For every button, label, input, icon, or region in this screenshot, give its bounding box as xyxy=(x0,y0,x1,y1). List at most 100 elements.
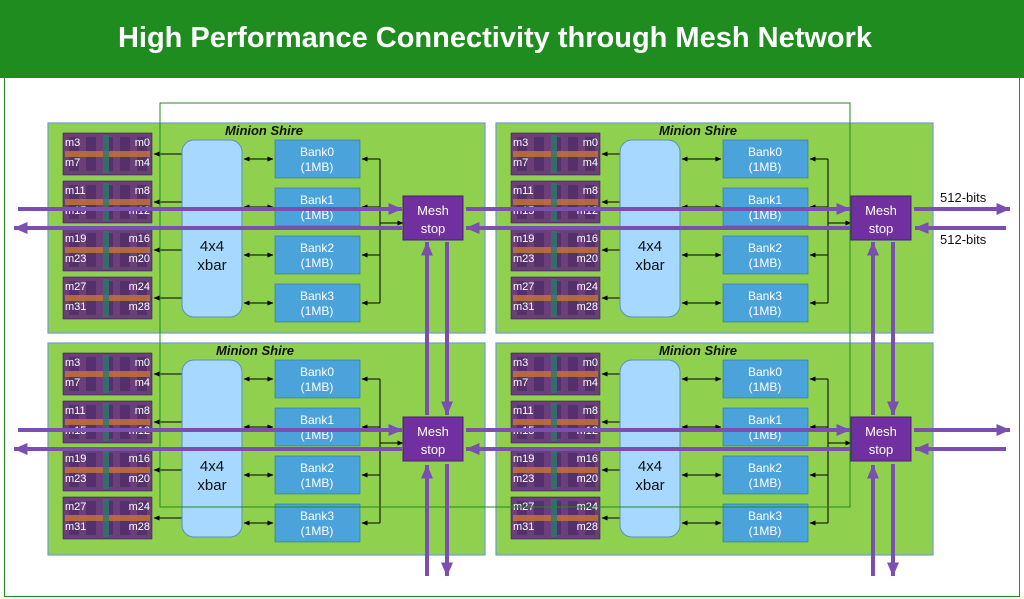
bank-size: (1MB) xyxy=(749,304,782,318)
bank-name: Bank2 xyxy=(748,461,782,475)
minion-spine xyxy=(103,279,109,317)
bank-name: Bank3 xyxy=(300,509,334,523)
mesh-stop-label: stop xyxy=(869,221,894,236)
memory-bank: Bank2(1MB) xyxy=(681,235,828,275)
minion-label: m23 xyxy=(513,253,534,265)
bank-name: Bank2 xyxy=(748,241,782,255)
minion-label: m11 xyxy=(65,185,86,197)
bank-box xyxy=(722,503,809,543)
bank-size: (1MB) xyxy=(301,476,334,490)
minion-label: m27 xyxy=(513,281,534,293)
minion-label: m24 xyxy=(577,281,598,293)
xbar-label: xbar xyxy=(635,477,664,494)
shire-label: Minion Shire xyxy=(216,343,294,358)
bank-name: Bank0 xyxy=(300,365,334,379)
mesh-stop-box xyxy=(850,195,912,241)
bank-size: (1MB) xyxy=(301,304,334,318)
minion-label: m0 xyxy=(583,137,598,149)
shire-label: Minion Shire xyxy=(225,123,303,138)
minion-label: m19 xyxy=(65,233,86,245)
minion-spine xyxy=(551,355,557,393)
minion-spine xyxy=(103,499,109,537)
minion-label: m3 xyxy=(65,137,80,149)
minion-label: m3 xyxy=(65,357,80,369)
memory-bank: Bank3(1MB) xyxy=(681,283,828,323)
minion-spine xyxy=(551,403,557,441)
mesh-stop-label: Mesh xyxy=(417,203,449,218)
minion-label: m27 xyxy=(65,281,86,293)
bank-box xyxy=(274,283,361,323)
minion-label: m16 xyxy=(577,453,598,465)
memory-bank: Bank0(1MB) xyxy=(681,139,828,179)
bank-size: (1MB) xyxy=(749,208,782,222)
minion-spine xyxy=(551,231,557,269)
mesh-stop-box xyxy=(850,416,912,462)
xbar-label: xbar xyxy=(197,257,226,274)
minion-label: m8 xyxy=(583,405,598,417)
minion-label: m31 xyxy=(513,521,534,533)
slide-title: High Performance Connectivity through Me… xyxy=(117,22,873,54)
link-width-label-out: 512-bits xyxy=(940,190,987,205)
minion-group: m11m15m8m12 xyxy=(510,180,643,224)
memory-bank: Bank2(1MB) xyxy=(243,235,380,275)
content-frame xyxy=(4,78,1020,597)
bank-size: (1MB) xyxy=(749,476,782,490)
minion-spine xyxy=(103,355,109,393)
bank-size: (1MB) xyxy=(749,524,782,538)
memory-bank: Bank3(1MB) xyxy=(243,283,380,323)
minion-group: m11m15m8m12 xyxy=(62,180,195,224)
minion-label: m28 xyxy=(577,301,598,313)
minion-label: m24 xyxy=(129,281,150,293)
bank-size: (1MB) xyxy=(301,208,334,222)
bank-size: (1MB) xyxy=(301,256,334,270)
mesh-stop: Mesh stop xyxy=(850,195,912,241)
bank-box xyxy=(722,359,809,399)
minion-label: m23 xyxy=(513,473,534,485)
bank-name: Bank3 xyxy=(300,289,334,303)
minion-label: m20 xyxy=(129,473,150,485)
minion-label: m11 xyxy=(513,185,534,197)
bank-name: Bank3 xyxy=(748,289,782,303)
minion-spine xyxy=(103,135,109,173)
minion-label: m27 xyxy=(65,501,86,513)
mesh-stop-label: Mesh xyxy=(865,203,897,218)
xbar-label: 4x4 xyxy=(200,238,224,255)
memory-bank: Bank3(1MB) xyxy=(243,503,380,543)
bank-box xyxy=(722,139,809,179)
minion-label: m7 xyxy=(513,157,528,169)
mesh-stop-box xyxy=(402,195,464,241)
bank-name: Bank0 xyxy=(300,145,334,159)
bank-box xyxy=(722,235,809,275)
minion-shire-1: Minion Shirem3m7m0m4m11m15m8m12m19m23m16… xyxy=(495,122,934,334)
minion-label: m16 xyxy=(577,233,598,245)
minion-label: m8 xyxy=(583,185,598,197)
link-width-label-in: 512-bits xyxy=(940,232,987,247)
minion-label: m28 xyxy=(129,301,150,313)
minion-label: m31 xyxy=(65,521,86,533)
bank-name: Bank2 xyxy=(300,461,334,475)
bank-name: Bank1 xyxy=(300,193,334,207)
outline-box xyxy=(159,102,851,508)
bank-size: (1MB) xyxy=(749,380,782,394)
mesh-stop: Mesh stop xyxy=(402,416,464,462)
shire-label: Minion Shire xyxy=(659,343,737,358)
bank-box xyxy=(722,455,809,495)
bank-name: Bank3 xyxy=(748,509,782,523)
bank-size: (1MB) xyxy=(301,524,334,538)
xbar-label: 4x4 xyxy=(638,238,662,255)
minion-label: m11 xyxy=(65,405,86,417)
minion-spine xyxy=(551,183,557,221)
mesh-stop-label: Mesh xyxy=(417,424,449,439)
mesh-stop-label: stop xyxy=(421,442,446,457)
minion-label: m28 xyxy=(129,521,150,533)
minion-label: m3 xyxy=(513,357,528,369)
minion-label: m7 xyxy=(513,377,528,389)
memory-bank: Bank1(1MB) xyxy=(243,407,380,447)
